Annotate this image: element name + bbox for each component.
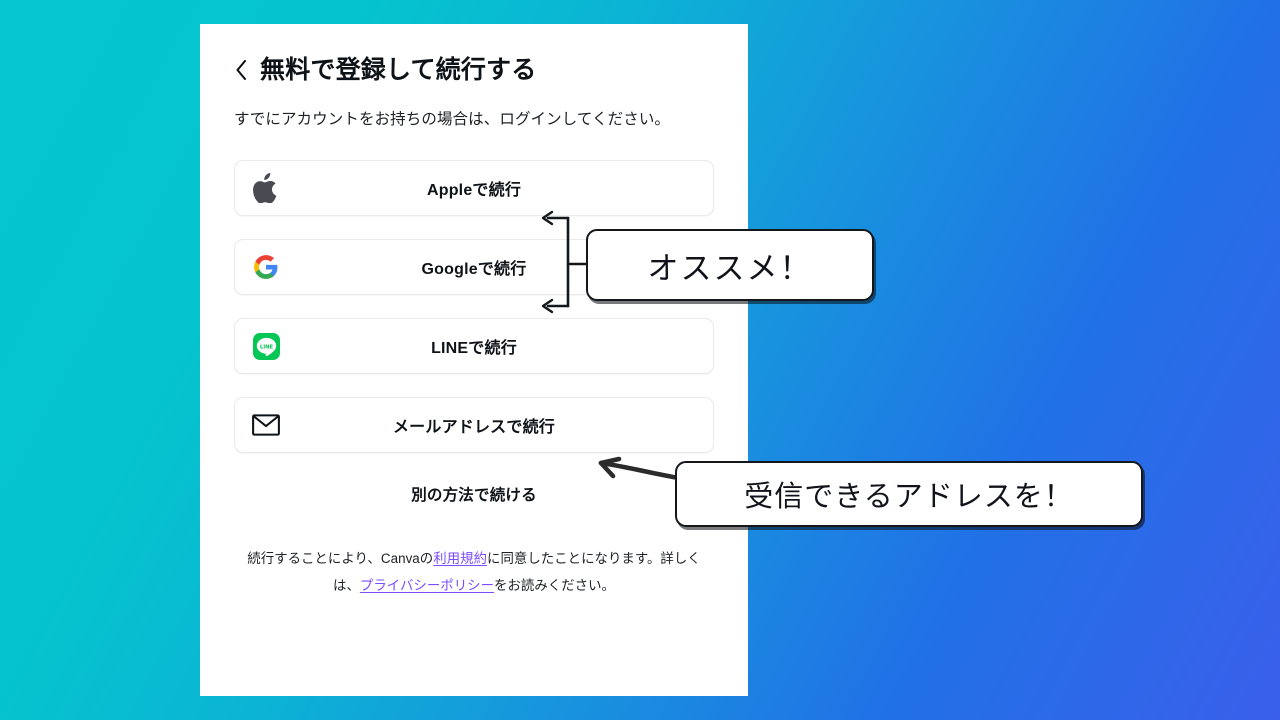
callout-recommended: オススメ！: [586, 229, 874, 301]
callout-use-reachable-address-text: 受信できるアドレスを！: [744, 479, 1074, 513]
continue-with-line-label: LINEで続行: [431, 340, 517, 358]
continue-with-apple-button[interactable]: Appleで続行: [234, 160, 714, 217]
page-title: 無料で登録して続行する: [260, 56, 537, 84]
line-bubble-glyph: LINE: [256, 337, 276, 356]
callout-recommended-text: オススメ！: [647, 250, 813, 287]
line-logo-icon: LINE: [249, 329, 283, 363]
terms-of-use-link[interactable]: 利用規約: [433, 551, 488, 567]
subtitle-text: すでにアカウントをお持ちの場合は、ログインしてください。: [234, 111, 671, 128]
continue-with-line-button[interactable]: LINE LINEで続行: [234, 318, 714, 375]
google-logo-glyph: [254, 255, 278, 280]
callout-use-reachable-address: 受信できるアドレスを！: [675, 461, 1143, 527]
envelope-glyph: [252, 414, 280, 436]
legal-text: 続行することにより、Canvaの利用規約に同意したことになります。詳しくは、プラ…: [234, 546, 714, 600]
back-button[interactable]: [234, 59, 248, 81]
apple-logo-icon: [249, 171, 283, 205]
legal-part-3: をお読みください。: [494, 578, 615, 594]
signup-card: 無料で登録して続行する すでにアカウントをお持ちの場合は、ログインしてください。…: [200, 24, 748, 696]
alternate-method-link[interactable]: 別の方法で続ける: [411, 487, 537, 505]
chevron-left-icon: [236, 59, 247, 81]
continue-with-apple-label: Appleで続行: [426, 182, 522, 200]
svg-text:LINE: LINE: [259, 344, 273, 350]
legal-part-2: に同意したことになります。詳しくは、: [333, 551, 701, 594]
legal-part-1: 続行することにより、Canvaの: [247, 551, 434, 567]
apple-logo-glyph: [253, 173, 277, 204]
google-logo-icon: [249, 250, 283, 284]
line-logo-glyph: LINE: [252, 332, 280, 360]
card-content: 無料で登録して続行する すでにアカウントをお持ちの場合は、ログインしてください。…: [234, 24, 714, 600]
envelope-icon: [249, 408, 283, 442]
privacy-policy-link[interactable]: プライバシーポリシー: [359, 578, 495, 594]
card-header: 無料で登録して続行する: [234, 55, 714, 85]
continue-with-email-label: メールアドレスで続行: [392, 419, 555, 437]
continue-with-email-button[interactable]: メールアドレスで続行: [234, 397, 714, 454]
provider-button-list: Appleで続行 Googleで続行: [234, 160, 714, 454]
